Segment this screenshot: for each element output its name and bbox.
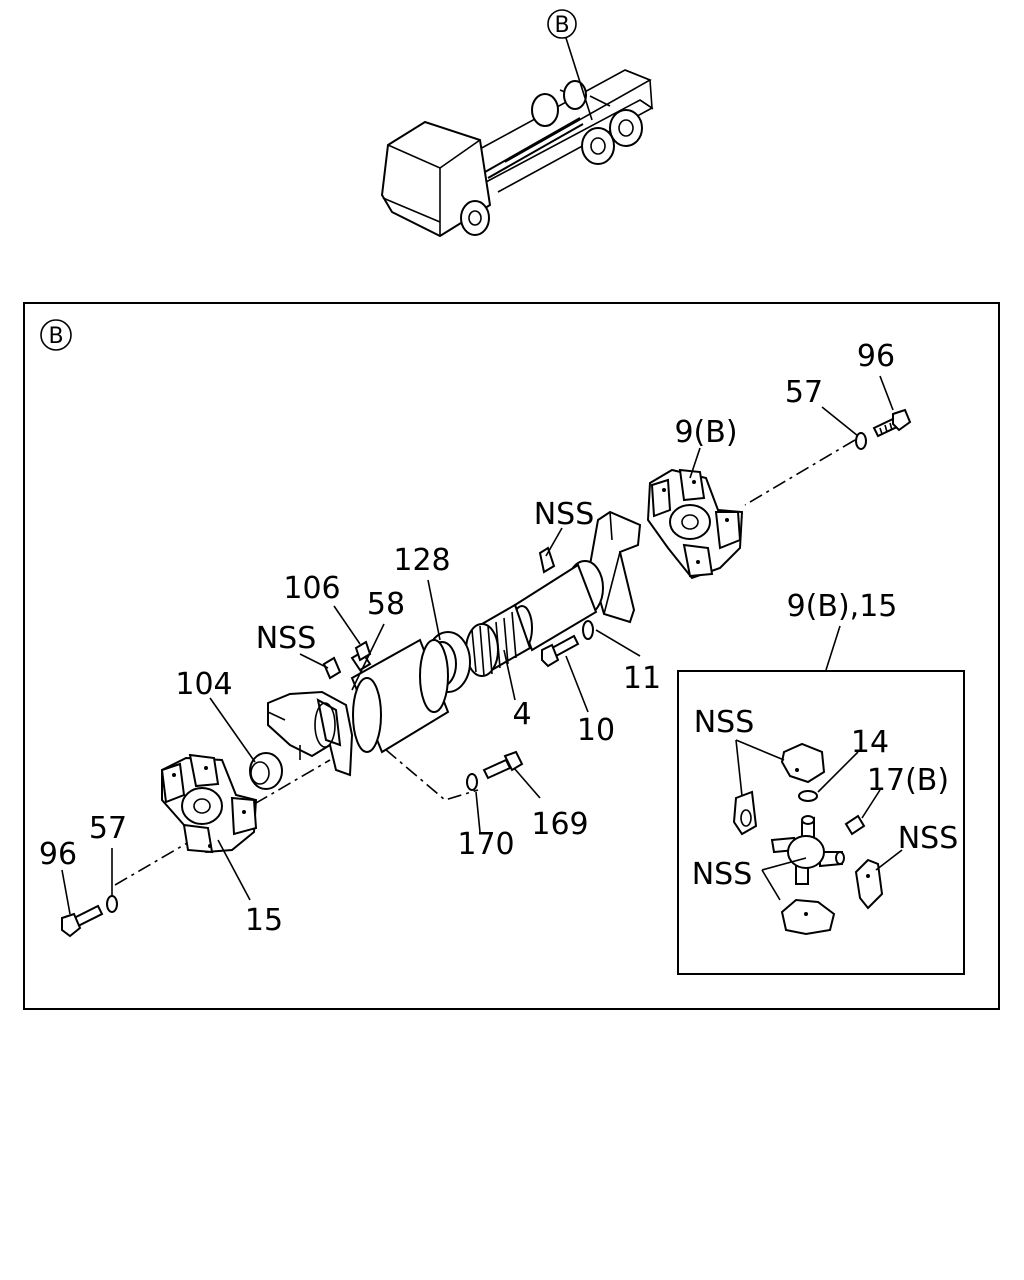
grease-fitting-17b — [844, 814, 866, 836]
washer-170 — [466, 773, 478, 791]
label-11: 11 — [623, 661, 661, 696]
inset-label-14: 14 — [851, 725, 889, 760]
label-96-right: 96 — [857, 339, 895, 374]
nss-plate-left — [322, 656, 342, 680]
inset-label-17b: 17(B) — [867, 763, 949, 798]
label-57-right: 57 — [785, 375, 823, 410]
label-4: 4 — [512, 697, 531, 732]
universal-joint-9b — [646, 468, 744, 580]
seal-ring-14 — [798, 790, 818, 802]
bolt-169 — [482, 750, 524, 780]
slip-yoke — [267, 690, 354, 777]
dust-cover-104 — [249, 752, 283, 790]
tube-58 — [350, 638, 450, 754]
label-nss-top: NSS — [534, 497, 595, 532]
inset-frame — [677, 670, 965, 975]
label-57-left: 57 — [89, 811, 127, 846]
locator-marker: B — [547, 9, 593, 121]
label-128: 128 — [393, 543, 450, 578]
bearing-cap-bottom — [780, 898, 836, 936]
label-96-left: 96 — [39, 837, 77, 872]
universal-joint-15 — [160, 753, 258, 854]
washer-57-left — [106, 895, 118, 913]
svg-text:B: B — [554, 13, 569, 38]
label-169: 169 — [531, 807, 588, 842]
inset-label-nss-1: NSS — [694, 705, 755, 740]
label-170: 170 — [457, 827, 514, 862]
nss-plate-top — [538, 546, 556, 574]
detail-frame — [23, 302, 1000, 1010]
bearing-cap-right — [854, 858, 884, 910]
washer-57-right — [855, 432, 867, 450]
label-58: 58 — [367, 587, 405, 622]
grease-fitting-106 — [350, 640, 372, 672]
bolt-96-left — [61, 904, 104, 938]
bolt-96-right — [872, 408, 912, 438]
svg-text:B: B — [48, 324, 63, 349]
leader-lines — [61, 375, 894, 915]
label-106: 106 — [283, 571, 340, 606]
flange-yoke-right — [511, 510, 642, 652]
cross-spider — [770, 815, 845, 885]
label-10: 10 — [577, 713, 615, 748]
inset-label-nss-3: NSS — [692, 857, 753, 892]
inset-ujoint-kit: 9(B),15 — [677, 589, 965, 975]
shaft-centerline — [744, 439, 856, 506]
label-nss-left: NSS — [256, 621, 317, 656]
bolt-10 — [541, 634, 580, 668]
label-104: 104 — [175, 667, 232, 702]
label-15: 15 — [245, 903, 283, 938]
shaft-centerline-lower — [364, 731, 479, 801]
bearing-cap-left — [732, 790, 758, 836]
washer-11 — [582, 620, 594, 640]
inset-label-nss-2: NSS — [898, 821, 959, 856]
detail-section-marker: B — [40, 319, 72, 351]
label-9b: 9(B) — [674, 415, 737, 450]
inset-title: 9(B),15 — [787, 589, 898, 624]
bearing-cap-top — [780, 742, 826, 784]
truck-locator-illustration: B — [380, 9, 654, 238]
